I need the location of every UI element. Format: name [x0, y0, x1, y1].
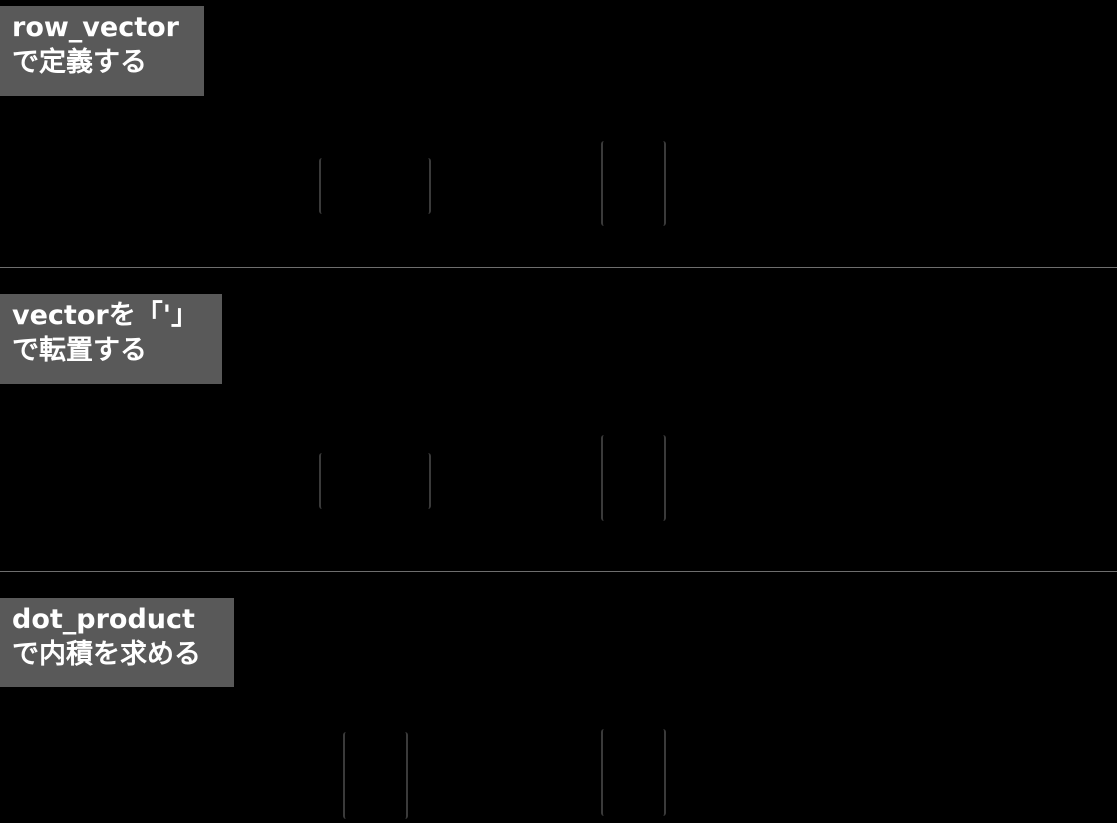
left-bracket-icon [319, 453, 322, 509]
left-bracket-icon [319, 158, 322, 214]
right-bracket-icon [428, 453, 431, 509]
right-bracket-icon [428, 158, 431, 214]
matrix-bracket-column-vector [601, 729, 666, 816]
section-divider [0, 267, 1117, 268]
matrix-bracket-column-vector [343, 732, 408, 819]
matrix-bracket-column-vector [601, 141, 666, 226]
left-bracket-icon [601, 141, 604, 226]
right-bracket-icon [663, 729, 666, 816]
matrix-bracket-row-vector [319, 453, 431, 509]
step-label-dot-product: dot_product で内積を求める [0, 598, 234, 687]
step-label-transpose: vectorを「'」 で転置する [0, 294, 222, 384]
step-label-line2: で内積を求める [12, 639, 201, 670]
step-label-line2: で定義する [12, 47, 147, 78]
left-bracket-icon [601, 435, 604, 521]
left-bracket-icon [601, 729, 604, 816]
step-label-line2: で転置する [12, 335, 147, 366]
right-bracket-icon [663, 141, 666, 226]
step-label-line1: dot_product [12, 604, 195, 635]
step-label-row-vector: row_vector で定義する [0, 6, 204, 96]
right-bracket-icon [405, 732, 408, 819]
matrix-bracket-column-vector [601, 435, 666, 521]
matrix-bracket-row-vector [319, 158, 431, 214]
section-divider [0, 571, 1117, 572]
left-bracket-icon [343, 732, 346, 819]
step-label-line1: vectorを「'」 [12, 300, 198, 331]
step-label-line1: row_vector [12, 12, 179, 43]
right-bracket-icon [663, 435, 666, 521]
